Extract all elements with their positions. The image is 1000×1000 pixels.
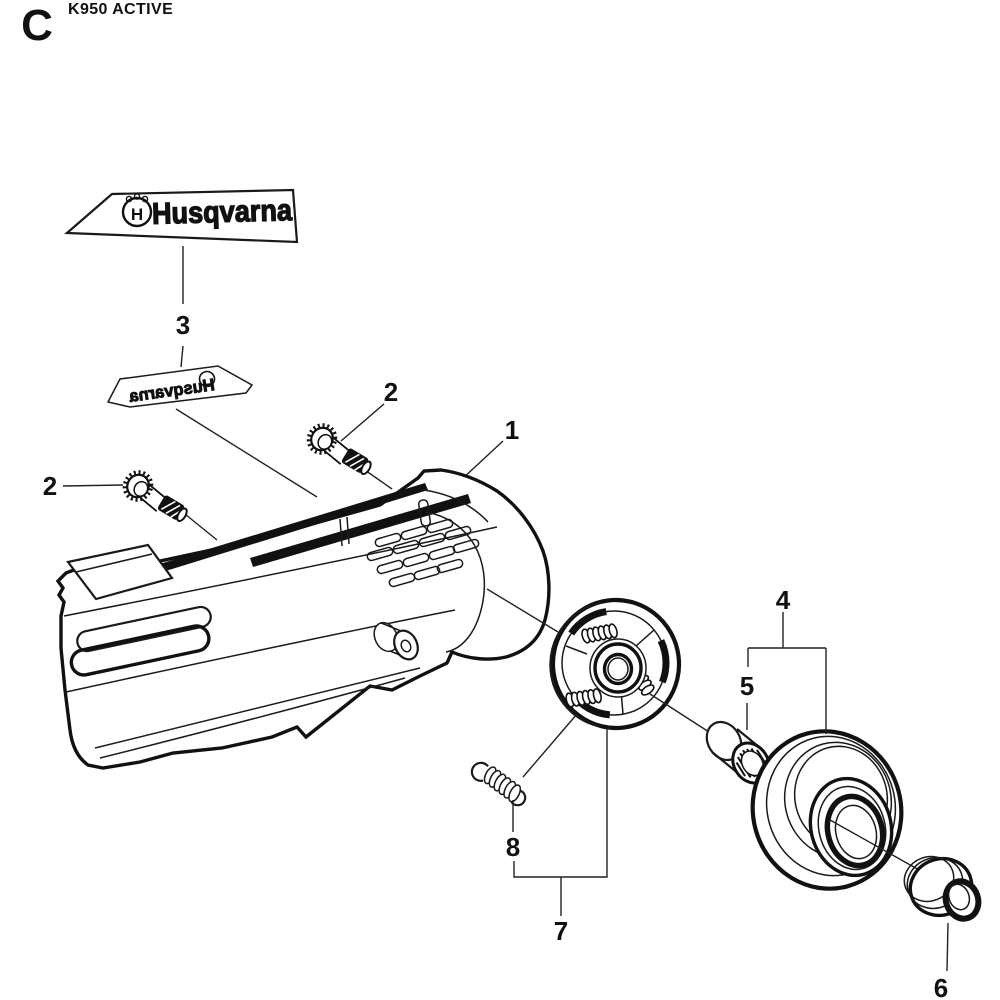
cover-boss bbox=[373, 621, 419, 661]
cover-tab bbox=[66, 543, 174, 601]
section-letter: C bbox=[21, 1, 53, 50]
clutch-cover bbox=[55, 468, 551, 770]
clutch-shoe-slots bbox=[558, 607, 670, 719]
mirrored-decal: Husqvarna bbox=[106, 365, 254, 408]
axis-clutch-bearing bbox=[649, 693, 710, 733]
flange-screw-left bbox=[117, 465, 196, 529]
tension-spring bbox=[470, 761, 527, 807]
callout-8: 8 bbox=[506, 832, 520, 862]
husqvarna-logo: H bbox=[121, 193, 153, 228]
axis-drum-bushing bbox=[829, 819, 922, 872]
callout-brackets bbox=[512, 612, 949, 972]
needle-bearing bbox=[705, 720, 771, 785]
flange-screw-right bbox=[301, 418, 380, 482]
callout-7: 7 bbox=[554, 916, 568, 946]
brand-text: Husqvarna bbox=[152, 194, 293, 231]
callout-1: 1 bbox=[505, 415, 519, 445]
callout-2-left: 2 bbox=[43, 471, 57, 501]
callout-6: 6 bbox=[934, 973, 948, 1000]
husqvarna-decal: H Husqvarna bbox=[64, 188, 299, 244]
cover-grille bbox=[366, 518, 480, 588]
callout-2-upper: 2 bbox=[384, 377, 398, 407]
callout-4: 4 bbox=[776, 585, 791, 615]
cover-inner-edge-band bbox=[250, 494, 471, 567]
clutch-assembly bbox=[549, 597, 682, 731]
axis-cover-clutch bbox=[486, 588, 559, 633]
callout-5: 5 bbox=[740, 671, 754, 701]
logo-letter: H bbox=[131, 205, 143, 224]
drum-bore bbox=[824, 793, 886, 869]
cover-top-edge-band bbox=[140, 483, 428, 578]
cover-drum-recess bbox=[425, 511, 486, 653]
bushing bbox=[903, 855, 982, 922]
page-title: K950 ACTIVE bbox=[68, 1, 173, 18]
axis-clutch-spring bbox=[522, 713, 578, 778]
clutch-drum-pulley bbox=[750, 729, 904, 891]
cover-slot-upper bbox=[76, 605, 212, 653]
callout-3: 3 bbox=[176, 310, 190, 340]
logo-mirrored-icon bbox=[198, 370, 216, 388]
cover-slot-lower bbox=[69, 624, 211, 677]
cover-hook bbox=[417, 499, 431, 527]
